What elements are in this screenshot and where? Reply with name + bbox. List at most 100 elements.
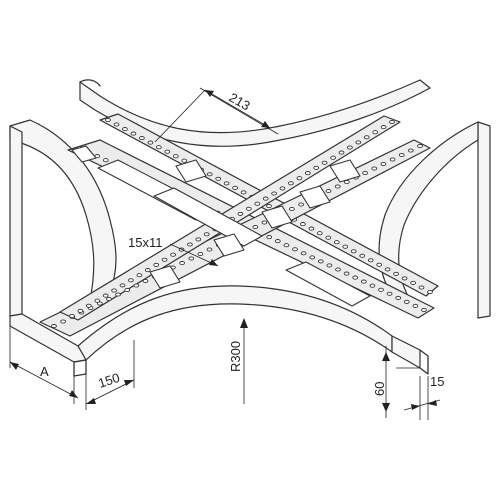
- perforation-slot: [333, 240, 340, 245]
- perforation-slot: [343, 271, 350, 276]
- perforation-slot: [380, 125, 387, 130]
- dimension-radius: R300: [228, 318, 248, 404]
- perforation-slot: [412, 303, 419, 308]
- perforation-slot: [203, 232, 210, 237]
- perforation-slot: [113, 122, 120, 127]
- perforation-slot: [407, 148, 414, 153]
- perforation-slot: [380, 161, 387, 167]
- perforation-slot: [232, 185, 238, 190]
- perforation-slot: [170, 252, 176, 257]
- right-curved-rail: [378, 121, 491, 319]
- perforation-slot: [164, 149, 171, 154]
- perforation-slot: [102, 293, 109, 298]
- perforation-slot: [316, 231, 323, 236]
- perforation-slot: [187, 242, 193, 247]
- perforation-slot: [417, 143, 423, 149]
- dim-60-label: 60: [372, 382, 387, 396]
- dim-a-label: A: [40, 364, 49, 379]
- perforation-slot: [350, 249, 357, 254]
- perforation-slot: [325, 235, 332, 240]
- perforation-slot: [386, 291, 393, 296]
- perforation-slot: [106, 296, 112, 302]
- perforation-slot: [181, 158, 188, 163]
- perforation-slot: [421, 307, 427, 313]
- dimension-thickness: 15: [403, 374, 444, 420]
- perforation-slot: [334, 184, 341, 189]
- perforation-slot: [289, 206, 295, 212]
- perforation-slot: [128, 278, 134, 283]
- ladder-rung: [213, 233, 245, 257]
- perforation-slot: [326, 263, 333, 268]
- perforation-slot: [296, 176, 303, 181]
- perforation-slot: [384, 267, 391, 272]
- perforation-slot: [321, 160, 328, 165]
- dimension-width: A 150: [9, 326, 135, 410]
- perforation-slot: [77, 308, 84, 313]
- perforation-slot: [308, 226, 315, 231]
- perforation-slot: [261, 220, 268, 225]
- perforation-slot: [115, 292, 121, 297]
- perforation-slot: [155, 145, 162, 150]
- perforation-slot: [363, 135, 370, 140]
- perforation-slot: [393, 271, 399, 276]
- perforation-slot: [254, 201, 261, 206]
- ladder-rung: [153, 187, 263, 247]
- ladder-rung: [175, 159, 207, 183]
- perforation-slot: [298, 202, 304, 207]
- perforation-slot: [133, 283, 140, 288]
- perforation-slot: [105, 117, 111, 123]
- perforation-slot: [215, 176, 222, 181]
- perforation-slot: [300, 222, 306, 227]
- perforation-slot: [69, 313, 75, 319]
- perforation-slot: [395, 295, 402, 300]
- perforation-slot: [338, 150, 345, 155]
- perforation-slot: [376, 262, 383, 267]
- perforation-slot: [335, 267, 341, 272]
- dim-slot-label: 15x11: [128, 235, 162, 250]
- ladder-rung: [261, 205, 293, 229]
- perforation-slot: [279, 186, 286, 191]
- perforation-slot: [401, 276, 408, 281]
- perforation-slot: [161, 257, 168, 262]
- dimension-213: 213: [154, 87, 279, 143]
- perforation-slot: [240, 190, 247, 195]
- perforation-slot: [96, 301, 103, 306]
- perforation-slot: [369, 283, 376, 288]
- ladder-rung: [149, 265, 181, 289]
- perforation-slot: [283, 243, 290, 248]
- perforation-slot: [130, 131, 137, 136]
- perforation-slot: [197, 251, 204, 257]
- perforation-slot: [347, 145, 353, 150]
- perforation-slot: [389, 119, 395, 125]
- perforation-slot: [309, 255, 316, 260]
- perforation-slot: [342, 244, 349, 249]
- perforation-slot: [410, 280, 416, 285]
- perforation-slot: [245, 206, 252, 211]
- perforation-slot: [119, 283, 126, 288]
- perforation-slot: [102, 158, 109, 163]
- dimension-slot: 15x11: [128, 235, 219, 267]
- perforation-slot: [153, 262, 160, 267]
- perforation-slot: [252, 224, 259, 230]
- perforation-slot: [223, 181, 230, 186]
- perforation-slot: [142, 278, 149, 284]
- perforation-slot: [330, 155, 336, 160]
- perforation-slot: [367, 258, 374, 263]
- perforation-slot: [139, 136, 145, 141]
- perforation-slot: [60, 319, 66, 324]
- perforation-slot: [266, 203, 272, 209]
- perforation-slot: [237, 211, 244, 216]
- perforation-slot: [147, 140, 154, 145]
- perforation-slot: [371, 166, 378, 171]
- perforation-slot: [372, 130, 379, 135]
- perforation-slot: [195, 237, 202, 242]
- perforation-slot: [398, 152, 405, 158]
- perforation-slot: [378, 287, 384, 292]
- perforation-slot: [288, 181, 294, 186]
- ladder-rung: [285, 261, 371, 307]
- perforation-slot: [317, 259, 324, 264]
- perforation-slot: [304, 171, 311, 176]
- perforation-slot: [111, 288, 117, 293]
- perforation-slot: [362, 170, 368, 176]
- perforation-slot: [85, 303, 92, 308]
